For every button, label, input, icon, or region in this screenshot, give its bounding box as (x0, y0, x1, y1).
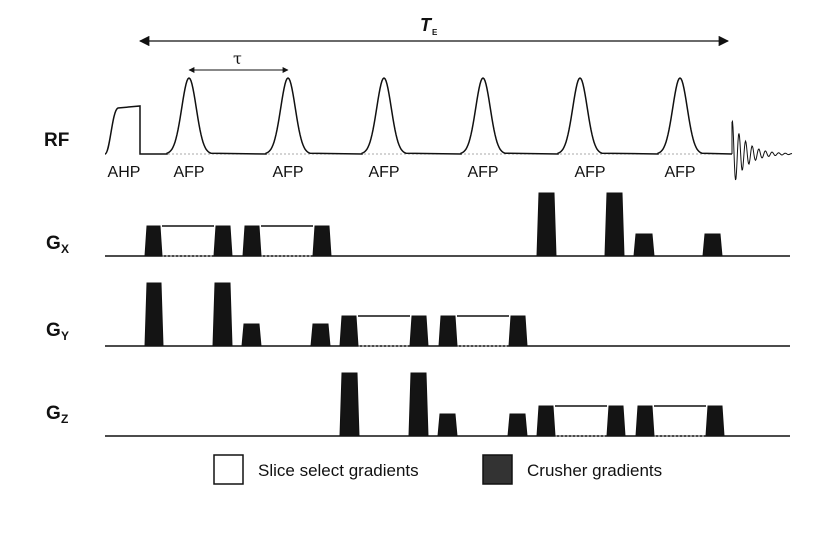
gz-crusher-1 (339, 372, 360, 437)
pulse-label-afp-6: AFP (664, 164, 695, 181)
gy-crusher-4 (310, 323, 331, 347)
gy-crusher-8 (508, 315, 528, 347)
gy-crusher-7 (438, 315, 458, 347)
gx-crusher-2 (213, 225, 233, 257)
gz-crusher-2 (408, 372, 429, 437)
gx-crusher-3 (242, 225, 262, 257)
pulse-label-afp-3: AFP (368, 164, 399, 181)
legend-slice-select-swatch (213, 454, 244, 485)
svg-text:G: G (46, 320, 61, 341)
legend-slice-select-label: Slice select gradients (258, 461, 419, 480)
gz-crusher-8 (705, 405, 725, 437)
rf-waveform (104, 77, 733, 155)
pulse-label-afp-4: AFP (467, 164, 498, 181)
svg-text:G: G (46, 403, 61, 424)
gy-crusher-1 (144, 282, 164, 347)
gx-crusher-6 (604, 192, 625, 257)
pulse-label-afp-1: AFP (173, 164, 204, 181)
pulse-label-afp-5: AFP (574, 164, 605, 181)
te-label-subscript: E (432, 28, 438, 37)
rf-row-label: RF (44, 130, 69, 151)
gy-row-label: G Y (46, 320, 69, 343)
svg-text:X: X (61, 242, 69, 256)
legend-crusher-label: Crusher gradients (527, 461, 662, 480)
svg-text:Z: Z (61, 412, 68, 426)
gz-crusher-5 (536, 405, 556, 437)
gz-channel (105, 372, 790, 437)
gx-channel (105, 192, 790, 257)
gy-crusher-5 (339, 315, 359, 347)
gz-row-label: G Z (46, 403, 68, 426)
gz-crusher-6 (606, 405, 626, 437)
gy-channel (105, 282, 790, 347)
pulse-labels: AHP AFP AFP AFP AFP AFP AFP (108, 164, 696, 181)
pulse-label-afp-2: AFP (272, 164, 303, 181)
gz-crusher-4 (507, 413, 528, 437)
gx-row-label: G X (46, 233, 69, 256)
gy-crusher-3 (241, 323, 262, 347)
legend-crusher-swatch (482, 454, 513, 485)
gx-crusher-4 (312, 225, 332, 257)
gz-crusher-3 (437, 413, 458, 437)
gy-crusher-2 (212, 282, 233, 347)
gz-crusher-7 (635, 405, 655, 437)
tau-label: τ (233, 49, 242, 68)
gy-crusher-6 (409, 315, 429, 347)
gx-crusher-7 (633, 233, 655, 257)
svg-text:G: G (46, 233, 61, 254)
pulse-label-ahp-0: AHP (108, 164, 141, 181)
fid-signal (731, 119, 793, 181)
svg-text:Y: Y (61, 329, 69, 343)
gx-crusher-8 (702, 233, 723, 257)
gx-crusher-1 (144, 225, 163, 257)
te-label: T (420, 15, 433, 35)
gx-crusher-5 (536, 192, 557, 257)
